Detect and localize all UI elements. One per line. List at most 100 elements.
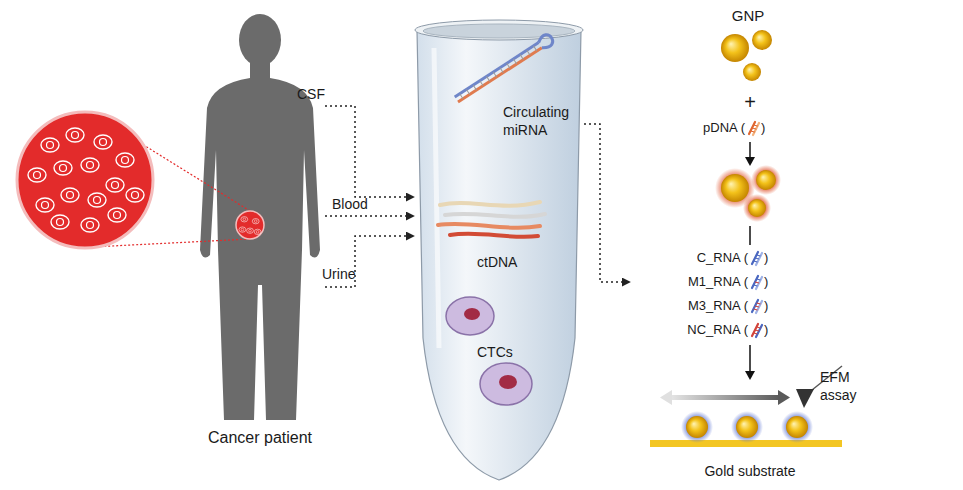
gold-substrate — [650, 440, 842, 447]
probe-coated-nanoparticles — [743, 194, 771, 222]
pdna-icon — [749, 122, 759, 135]
strand-icon — [756, 325, 762, 337]
gold-substrate — [786, 416, 808, 438]
strand-icon — [752, 252, 758, 264]
tumor-zoom — [81, 218, 99, 232]
strand-icon — [754, 333, 758, 334]
bracket: ) — [764, 249, 784, 266]
gold-substrate — [681, 411, 713, 443]
strand-icon — [756, 277, 762, 289]
flow-arrow — [749, 142, 751, 158]
efm-scan — [778, 390, 790, 405]
gold-nanoparticles — [752, 30, 772, 50]
tumor-zoom — [94, 135, 112, 149]
bracket: ) — [764, 297, 784, 314]
probe-coated-nanoparticles — [715, 168, 755, 208]
tumor-zoom — [116, 153, 134, 167]
component-label: ctDNA — [477, 253, 537, 271]
tube-rim — [423, 24, 575, 38]
patient-figure-outline — [195, 10, 325, 455]
pdna-icon — [749, 122, 755, 134]
efm-scan — [660, 366, 842, 408]
bracket: ) — [761, 119, 781, 136]
pdna-icon — [753, 123, 759, 135]
strand-icon — [755, 258, 759, 259]
strand-icon — [757, 255, 761, 256]
strand-icon — [757, 279, 761, 280]
efm-scan — [660, 390, 672, 405]
efm-scan — [670, 395, 780, 400]
rna-probe-name: M3_RNA ( — [630, 297, 748, 314]
component-label: CTCs — [477, 343, 537, 361]
probe-coated-nanoparticles — [748, 199, 766, 217]
probe-coated-nanoparticles — [721, 174, 749, 202]
patient-label: Cancer patient — [180, 428, 340, 448]
fluid-label: CSF — [297, 86, 337, 103]
bracket: ) — [764, 321, 784, 338]
strand-icon — [756, 253, 762, 265]
tumor-zoom — [28, 168, 46, 182]
strand-icon — [752, 324, 758, 336]
strand-icon — [755, 282, 759, 283]
tumor-zoom — [36, 198, 54, 212]
rna-probe-name: NC_RNA ( — [630, 321, 748, 338]
dotted-connector — [584, 124, 630, 282]
gold-substrate — [781, 411, 813, 443]
tumor-zoom — [108, 208, 126, 222]
probe-coated-nanoparticles — [756, 170, 776, 190]
sample-tube: Circulating miRNA ctDNA CTCs — [414, 18, 584, 483]
component-label: GNP — [718, 6, 778, 25]
gold-substrate — [736, 416, 758, 438]
rna-probe-name: M1_RNA ( — [630, 273, 748, 290]
dotted-connector — [325, 106, 414, 197]
tumor-zoom — [28, 128, 144, 232]
gold-nanoparticles — [743, 63, 761, 81]
component-label: Circulating miRNA — [503, 103, 583, 139]
component-label: Gold substrate — [670, 462, 830, 480]
strand-icon — [755, 330, 759, 331]
rna-probe-list-outline — [630, 249, 870, 341]
patient-body — [200, 62, 320, 420]
pdna-icon — [751, 125, 758, 132]
patient-head — [239, 14, 281, 66]
gold-nanoparticles — [721, 34, 749, 62]
strand-icon — [752, 276, 758, 288]
plus-sign: + — [735, 90, 765, 114]
flow-arrow — [749, 345, 751, 372]
sample-tube-outline — [414, 18, 584, 483]
method-label: EFM assay — [820, 368, 866, 404]
probe-coated-nanoparticles — [751, 165, 781, 195]
probe-name: pDNA ( — [660, 119, 745, 136]
strand-icon — [754, 309, 758, 310]
strand-icon — [755, 306, 759, 307]
dotted-connector — [325, 215, 414, 217]
fluid-label: Blood — [332, 196, 376, 213]
tube-body — [417, 30, 581, 480]
tumor-zoom — [88, 193, 106, 207]
flow-arrow — [745, 157, 755, 166]
rna-probe-name: C_RNA ( — [630, 249, 748, 266]
tumor-zoom — [61, 188, 79, 202]
gold-nanoparticles — [721, 30, 772, 81]
flow-arrow — [749, 226, 751, 245]
tumor-zoom — [54, 161, 72, 175]
patient-figure: Cancer patient — [195, 10, 325, 455]
strand-icon — [756, 301, 762, 313]
strand-icon — [754, 285, 758, 286]
fluid-label: Urine — [322, 266, 366, 283]
tumor-zoom — [66, 128, 84, 142]
gold-substrate — [731, 411, 763, 443]
tube-highlight — [434, 48, 439, 348]
strand-icon — [754, 261, 758, 262]
tumor-zoom — [126, 188, 144, 202]
tumor-zoom — [41, 138, 59, 152]
bracket: ) — [764, 273, 784, 290]
efm-scan — [796, 389, 814, 408]
probe-coated-nanoparticles — [715, 165, 781, 222]
tumor-zoom — [106, 178, 124, 192]
strand-icon — [752, 300, 758, 312]
strand-icon — [757, 327, 761, 328]
strand-icon — [757, 303, 761, 304]
tumor-zoom — [51, 215, 69, 229]
tube-rim — [415, 20, 583, 40]
